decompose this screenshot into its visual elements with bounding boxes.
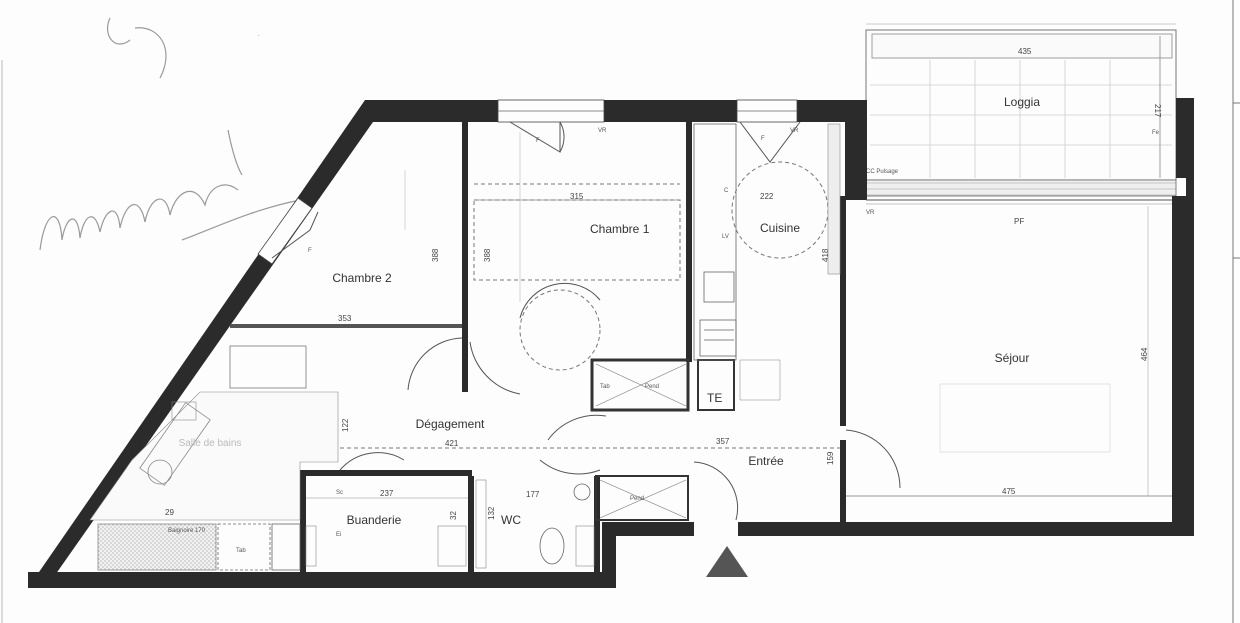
label-window-vr-cuisine: VR [790,128,799,134]
cuisine-fixtures [693,121,841,401]
label-sdb-tab: Tab [236,548,246,554]
buanderie-lines [305,497,468,567]
dim-cuisine-depth: 418 [821,248,830,262]
label-window-f-chambre2: F [308,248,312,254]
chambre-1-furniture [473,121,681,371]
dim-chambre1-depth-left: 388 [431,248,440,262]
label-loggia-fe: Fe [1152,130,1160,136]
label-pf: PF [1014,217,1024,226]
sejour-lines [846,199,1172,497]
room-label-degagement: Dégagement [416,417,485,431]
dim-wc-depth: 132 [487,506,496,520]
dim-loggia-depth: 217 [1153,104,1162,118]
room-label-entree: Entrée [748,454,784,468]
dim-wc-width: 177 [526,490,540,499]
dim-chambre1-width: 315 [570,192,584,201]
dim-loggia-width: 435 [1018,47,1032,56]
salle-de-bains [89,391,339,571]
dim-buanderie-depth: 32 [449,511,458,520]
label-cc-pulsage: CC Pulsage [866,169,899,175]
degagement-lines [339,341,901,521]
label-lv: LV [722,234,729,240]
label-window-vr-chambre1: VR [598,128,607,134]
handwriting-mark: . [258,32,260,38]
label-baignoire: Baignoire 170 [168,528,206,534]
dim-degagement-width: 421 [445,439,459,448]
room-label-sejour: Séjour [995,351,1030,365]
wc-fixtures [475,479,595,569]
dim-entree-width: 357 [716,437,730,446]
outer-walls [28,98,1194,588]
label-sc: Sc [336,490,343,496]
label-c: C [724,188,729,194]
room-label-wc: WC [501,513,521,527]
loggia [865,23,1194,197]
entrance-arrow-icon [706,546,748,577]
dim-entree-depth: 159 [826,451,835,465]
room-label-buanderie: Buanderie [347,513,402,527]
room-label-cuisine: Cuisine [760,221,800,235]
dim-buanderie-width: 237 [380,489,394,498]
dim-sejour-width: 475 [1002,487,1016,496]
label-placard-pend: Pend [645,384,659,390]
dim-degagement-depth: 122 [341,418,350,432]
room-label-salle-de-bains: Salle de bains [179,438,242,449]
room-label-chambre-1: Chambre 1 [590,222,650,236]
dim-sdb-width: 29 [165,508,174,517]
label-placard-tab: Tab [600,384,610,390]
dim-sejour-depth: 464 [1140,347,1149,361]
room-label-te: TE [707,391,722,405]
label-wc-pend: Pend [630,496,644,502]
interior-walls [230,122,846,572]
dim-cuisine-width: 222 [760,192,774,201]
chambre-2-furniture [229,170,463,391]
dim-chambre2-width: 353 [338,314,352,323]
dim-chambre1-depth-inner: 388 [483,248,492,262]
room-label-loggia: Loggia [1004,95,1040,109]
handwriting [39,17,301,251]
room-label-chambre-2: Chambre 2 [332,271,392,285]
label-window-f-cuisine: F [761,136,765,142]
label-ei: Ei [336,532,341,538]
label-vr-sejour: VR [866,210,875,216]
label-window-f-chambre1: F [536,138,540,144]
